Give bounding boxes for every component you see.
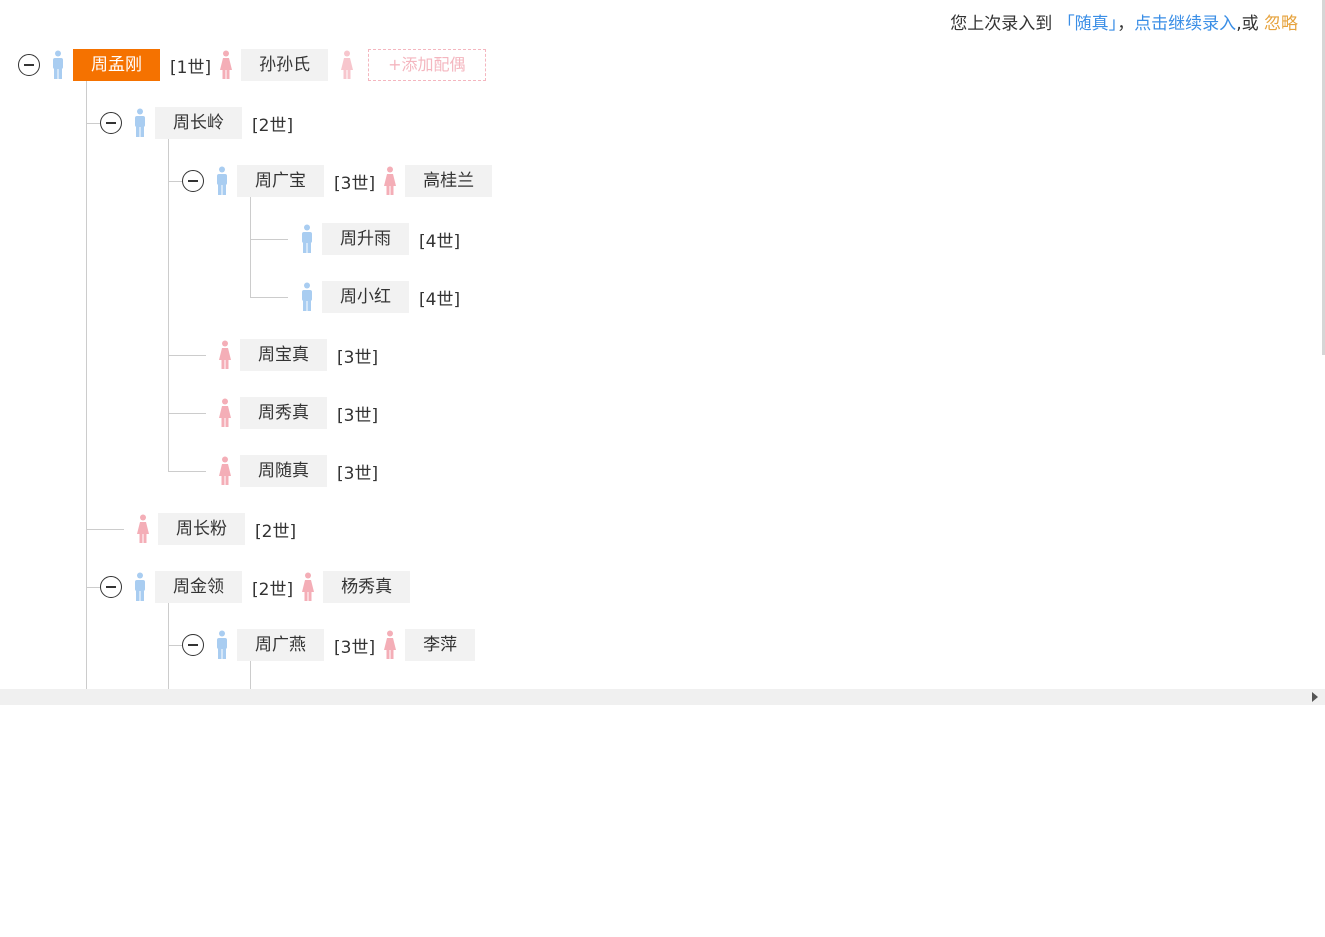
collapse-minus-icon[interactable] <box>18 54 40 76</box>
female-person-icon <box>302 572 315 601</box>
add-spouse-button[interactable]: +添加配偶 <box>368 49 486 81</box>
male-person-icon <box>135 572 145 601</box>
female-person-icon <box>137 514 149 543</box>
female-person-icon <box>219 456 231 485</box>
female-person-icon <box>384 630 397 659</box>
ignore-link[interactable]: 忽略 <box>1264 14 1298 34</box>
family-tree-viewport[interactable]: 周孟刚 [1世] 孙孙氏 +添加配偶 周长岭 [2世] 周广宝 [3世] 高桂兰… <box>0 38 1325 689</box>
generation-label: [3世] <box>337 347 379 368</box>
generation-label: [2世] <box>255 521 297 542</box>
person-name[interactable]: 周广宝 <box>237 165 324 197</box>
notice-comma: ， <box>1117 14 1135 34</box>
tree-connector <box>250 297 288 298</box>
tree-connector <box>250 661 251 689</box>
male-person-icon <box>302 282 312 311</box>
female-person-icon <box>341 50 354 79</box>
male-person-icon <box>53 50 63 79</box>
generation-label: [3世] <box>334 637 376 658</box>
last-entry-name-link[interactable]: 「随真」 <box>1057 14 1118 34</box>
tree-connector <box>168 413 206 414</box>
person-name[interactable]: 周广燕 <box>237 629 324 661</box>
person-name[interactable]: 周随真 <box>240 455 327 487</box>
female-person-icon <box>220 50 233 79</box>
person-name[interactable]: 周长粉 <box>158 513 245 545</box>
person-name[interactable]: 周秀真 <box>240 397 327 429</box>
generation-label: [3世] <box>337 463 379 484</box>
female-person-icon <box>219 340 231 369</box>
tree-node: 周升雨 [4世] <box>300 223 468 255</box>
tree-node: 周秀真 [3世] <box>218 397 386 429</box>
tree-connector <box>168 355 206 356</box>
tree-connector <box>86 587 100 588</box>
notice-prefix: 您上次录入到 <box>950 14 1053 34</box>
collapse-minus-icon[interactable] <box>182 170 204 192</box>
person-name[interactable]: 周金领 <box>155 571 242 603</box>
tree-connector <box>168 471 206 472</box>
tree-connector <box>86 81 87 689</box>
tree-node: 周广燕 [3世] 李萍 <box>182 629 476 661</box>
generation-label: [4世] <box>419 289 461 310</box>
last-entry-notice: 您上次录入到 「随真」，点击继续录入,或 忽略 <box>950 12 1298 36</box>
person-name[interactable]: 周孟刚 <box>73 49 160 81</box>
continue-entry-link[interactable]: 点击继续录入 <box>1134 14 1237 34</box>
tree-connector <box>250 197 251 298</box>
male-person-icon <box>217 630 227 659</box>
tree-connector <box>86 123 100 124</box>
tree-connector <box>168 645 182 646</box>
generation-label: [2世] <box>252 579 294 600</box>
spouse-name[interactable]: 杨秀真 <box>323 571 411 603</box>
tree-connector <box>86 529 124 530</box>
tree-node: 周广宝 [3世] 高桂兰 <box>182 165 493 197</box>
tree-node: 周金领 [2世] 杨秀真 <box>100 571 411 603</box>
person-name[interactable]: 周宝真 <box>240 339 327 371</box>
female-person-icon <box>384 166 397 195</box>
tree-connector <box>250 239 288 240</box>
chevron-right-icon[interactable] <box>1312 692 1318 702</box>
tree-connector <box>168 603 169 689</box>
tree-node: 周长岭 [2世] <box>100 107 301 139</box>
notice-or: ,或 <box>1236 14 1259 34</box>
person-name[interactable]: 周长岭 <box>155 107 242 139</box>
spouse-name[interactable]: 孙孙氏 <box>241 49 329 81</box>
male-person-icon <box>135 108 145 137</box>
tree-node: 周宝真 [3世] <box>218 339 386 371</box>
person-name[interactable]: 周小红 <box>322 281 409 313</box>
tree-connector <box>168 181 182 182</box>
tree-node: 周长粉 [2世] <box>136 513 304 545</box>
generation-label: [3世] <box>334 173 376 194</box>
generation-label: [2世] <box>252 115 294 136</box>
collapse-minus-icon[interactable] <box>100 576 122 598</box>
female-person-icon <box>219 398 231 427</box>
spouse-name[interactable]: 高桂兰 <box>405 165 493 197</box>
horizontal-scrollbar[interactable] <box>0 689 1325 705</box>
tree-node: 周随真 [3世] <box>218 455 386 487</box>
spouse-name[interactable]: 李萍 <box>405 629 476 661</box>
male-person-icon <box>217 166 227 195</box>
generation-label: [3世] <box>337 405 379 426</box>
tree-node: 周小红 [4世] <box>300 281 468 313</box>
generation-label: [1世] <box>170 57 212 78</box>
generation-label: [4世] <box>419 231 461 252</box>
male-person-icon <box>302 224 312 253</box>
tree-node-root: 周孟刚 [1世] 孙孙氏 +添加配偶 <box>18 49 486 81</box>
person-name[interactable]: 周升雨 <box>322 223 409 255</box>
collapse-minus-icon[interactable] <box>182 634 204 656</box>
tree-connector <box>168 139 169 472</box>
vertical-scrollbar[interactable] <box>1322 0 1325 355</box>
collapse-minus-icon[interactable] <box>100 112 122 134</box>
